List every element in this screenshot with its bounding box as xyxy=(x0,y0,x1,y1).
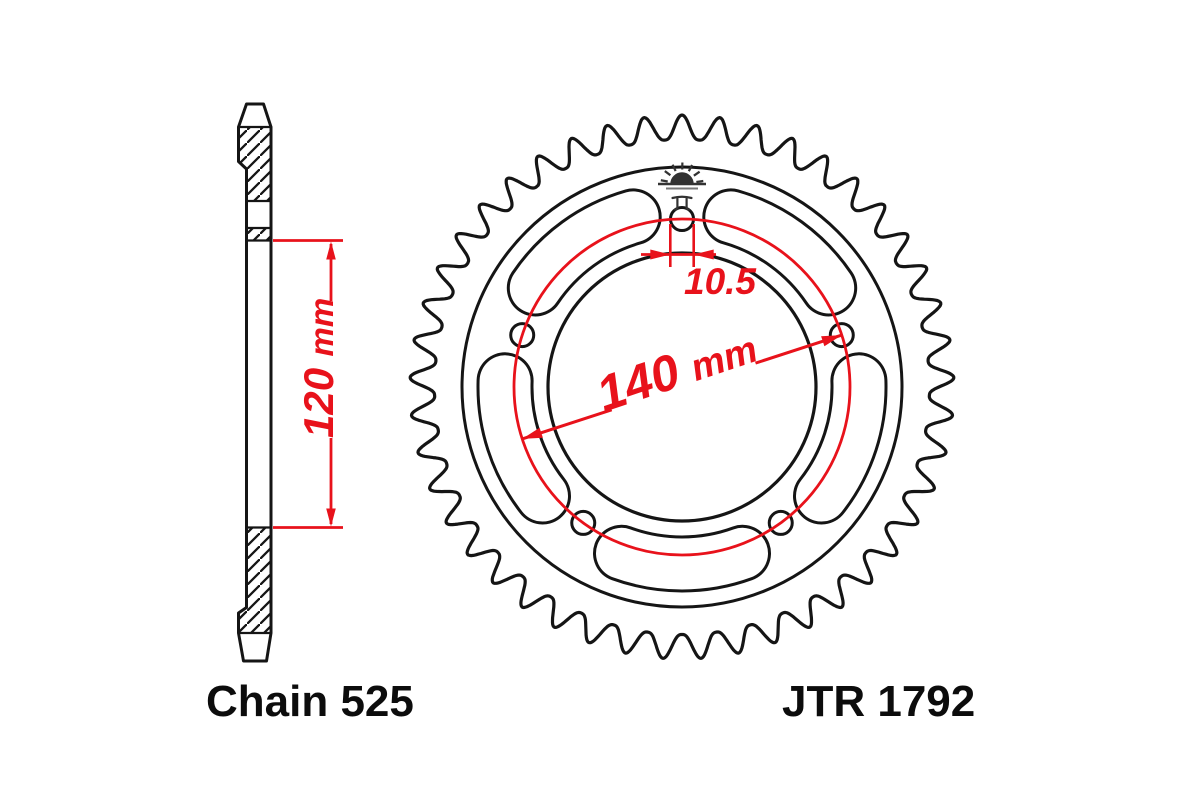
dim-120-unit: mm xyxy=(303,298,340,357)
center-bore xyxy=(546,251,818,523)
logo-sun-ray xyxy=(696,179,704,184)
lightening-slot xyxy=(479,355,568,522)
dimension-arrowhead xyxy=(522,427,543,439)
chain-size-label: Chain 525 xyxy=(206,677,414,726)
part-number-label: JTR 1792 xyxy=(782,677,975,726)
lightening-slot xyxy=(705,191,855,314)
logo-sun-ray xyxy=(671,164,677,172)
dimension-arrowhead xyxy=(650,249,671,260)
part-labels: Chain 525 JTR 1792 xyxy=(206,677,975,726)
logo-sun-ray xyxy=(664,170,672,177)
logo-sun-ray xyxy=(693,170,701,177)
logo-pi-mark xyxy=(671,195,693,211)
bolt-circle xyxy=(512,217,852,557)
lightening-slot xyxy=(509,191,659,314)
dimension-arrowhead xyxy=(693,249,714,260)
jt-rising-sun-logo xyxy=(658,162,706,211)
logo-sun xyxy=(670,172,694,185)
side-view-hatch-section xyxy=(237,526,273,635)
dimension-linework xyxy=(273,217,852,557)
side-view-hatch-section xyxy=(237,125,273,203)
logo-sun-ray xyxy=(660,179,668,183)
logo-sun-ray xyxy=(687,164,694,172)
drawing-linework xyxy=(237,102,956,663)
bolt-hole-diameter-label: 10.5 xyxy=(684,261,757,302)
lightening-slot xyxy=(796,355,885,522)
side-view-diameter-label: 120 mm xyxy=(295,298,342,438)
side-view-hatch-section xyxy=(245,226,273,242)
dimension-arrowhead xyxy=(821,335,842,347)
lightening-slot xyxy=(596,527,768,590)
dimension-arrowhead xyxy=(326,241,336,260)
dim-120-value: 120 xyxy=(295,368,342,438)
dimension-arrowhead xyxy=(326,508,336,527)
